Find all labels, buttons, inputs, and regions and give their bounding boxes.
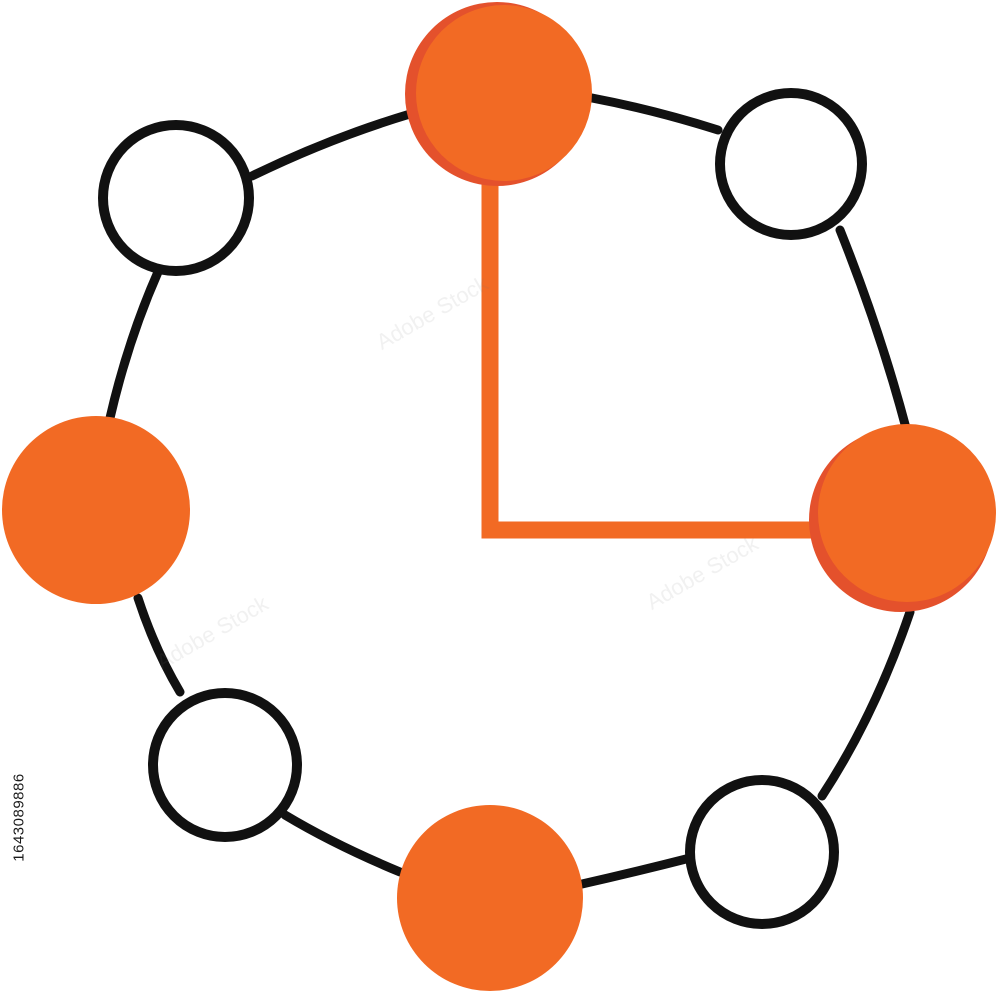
connector-bottomright-to-bottom [577, 853, 695, 889]
node-left-filled [2, 416, 190, 604]
node-top-filled [416, 5, 592, 181]
connector-top-to-topright [587, 93, 723, 135]
ring-connectors [105, 93, 915, 889]
outline-nodes [98, 88, 867, 929]
clock-hands [481, 180, 822, 539]
node-bottomright-outline [685, 775, 839, 929]
node-topleft-outline [98, 120, 254, 276]
node-bottom-filled [397, 805, 583, 991]
node-bottomleft-outline [148, 688, 302, 842]
stock-image-id-text: 1643089886 [10, 772, 28, 862]
stock-image-id: 1643089886 [10, 742, 28, 892]
node-topright-outline [715, 88, 867, 240]
connector-bottom-to-bottomleft [280, 810, 405, 877]
connector-left-to-topleft [105, 267, 163, 423]
connector-right-to-bottomright [817, 607, 915, 801]
node-right-filled [818, 424, 996, 602]
connector-topleft-to-top [247, 109, 415, 181]
connector-topright-to-right [835, 225, 911, 433]
connector-bottomleft-to-left [133, 593, 185, 697]
